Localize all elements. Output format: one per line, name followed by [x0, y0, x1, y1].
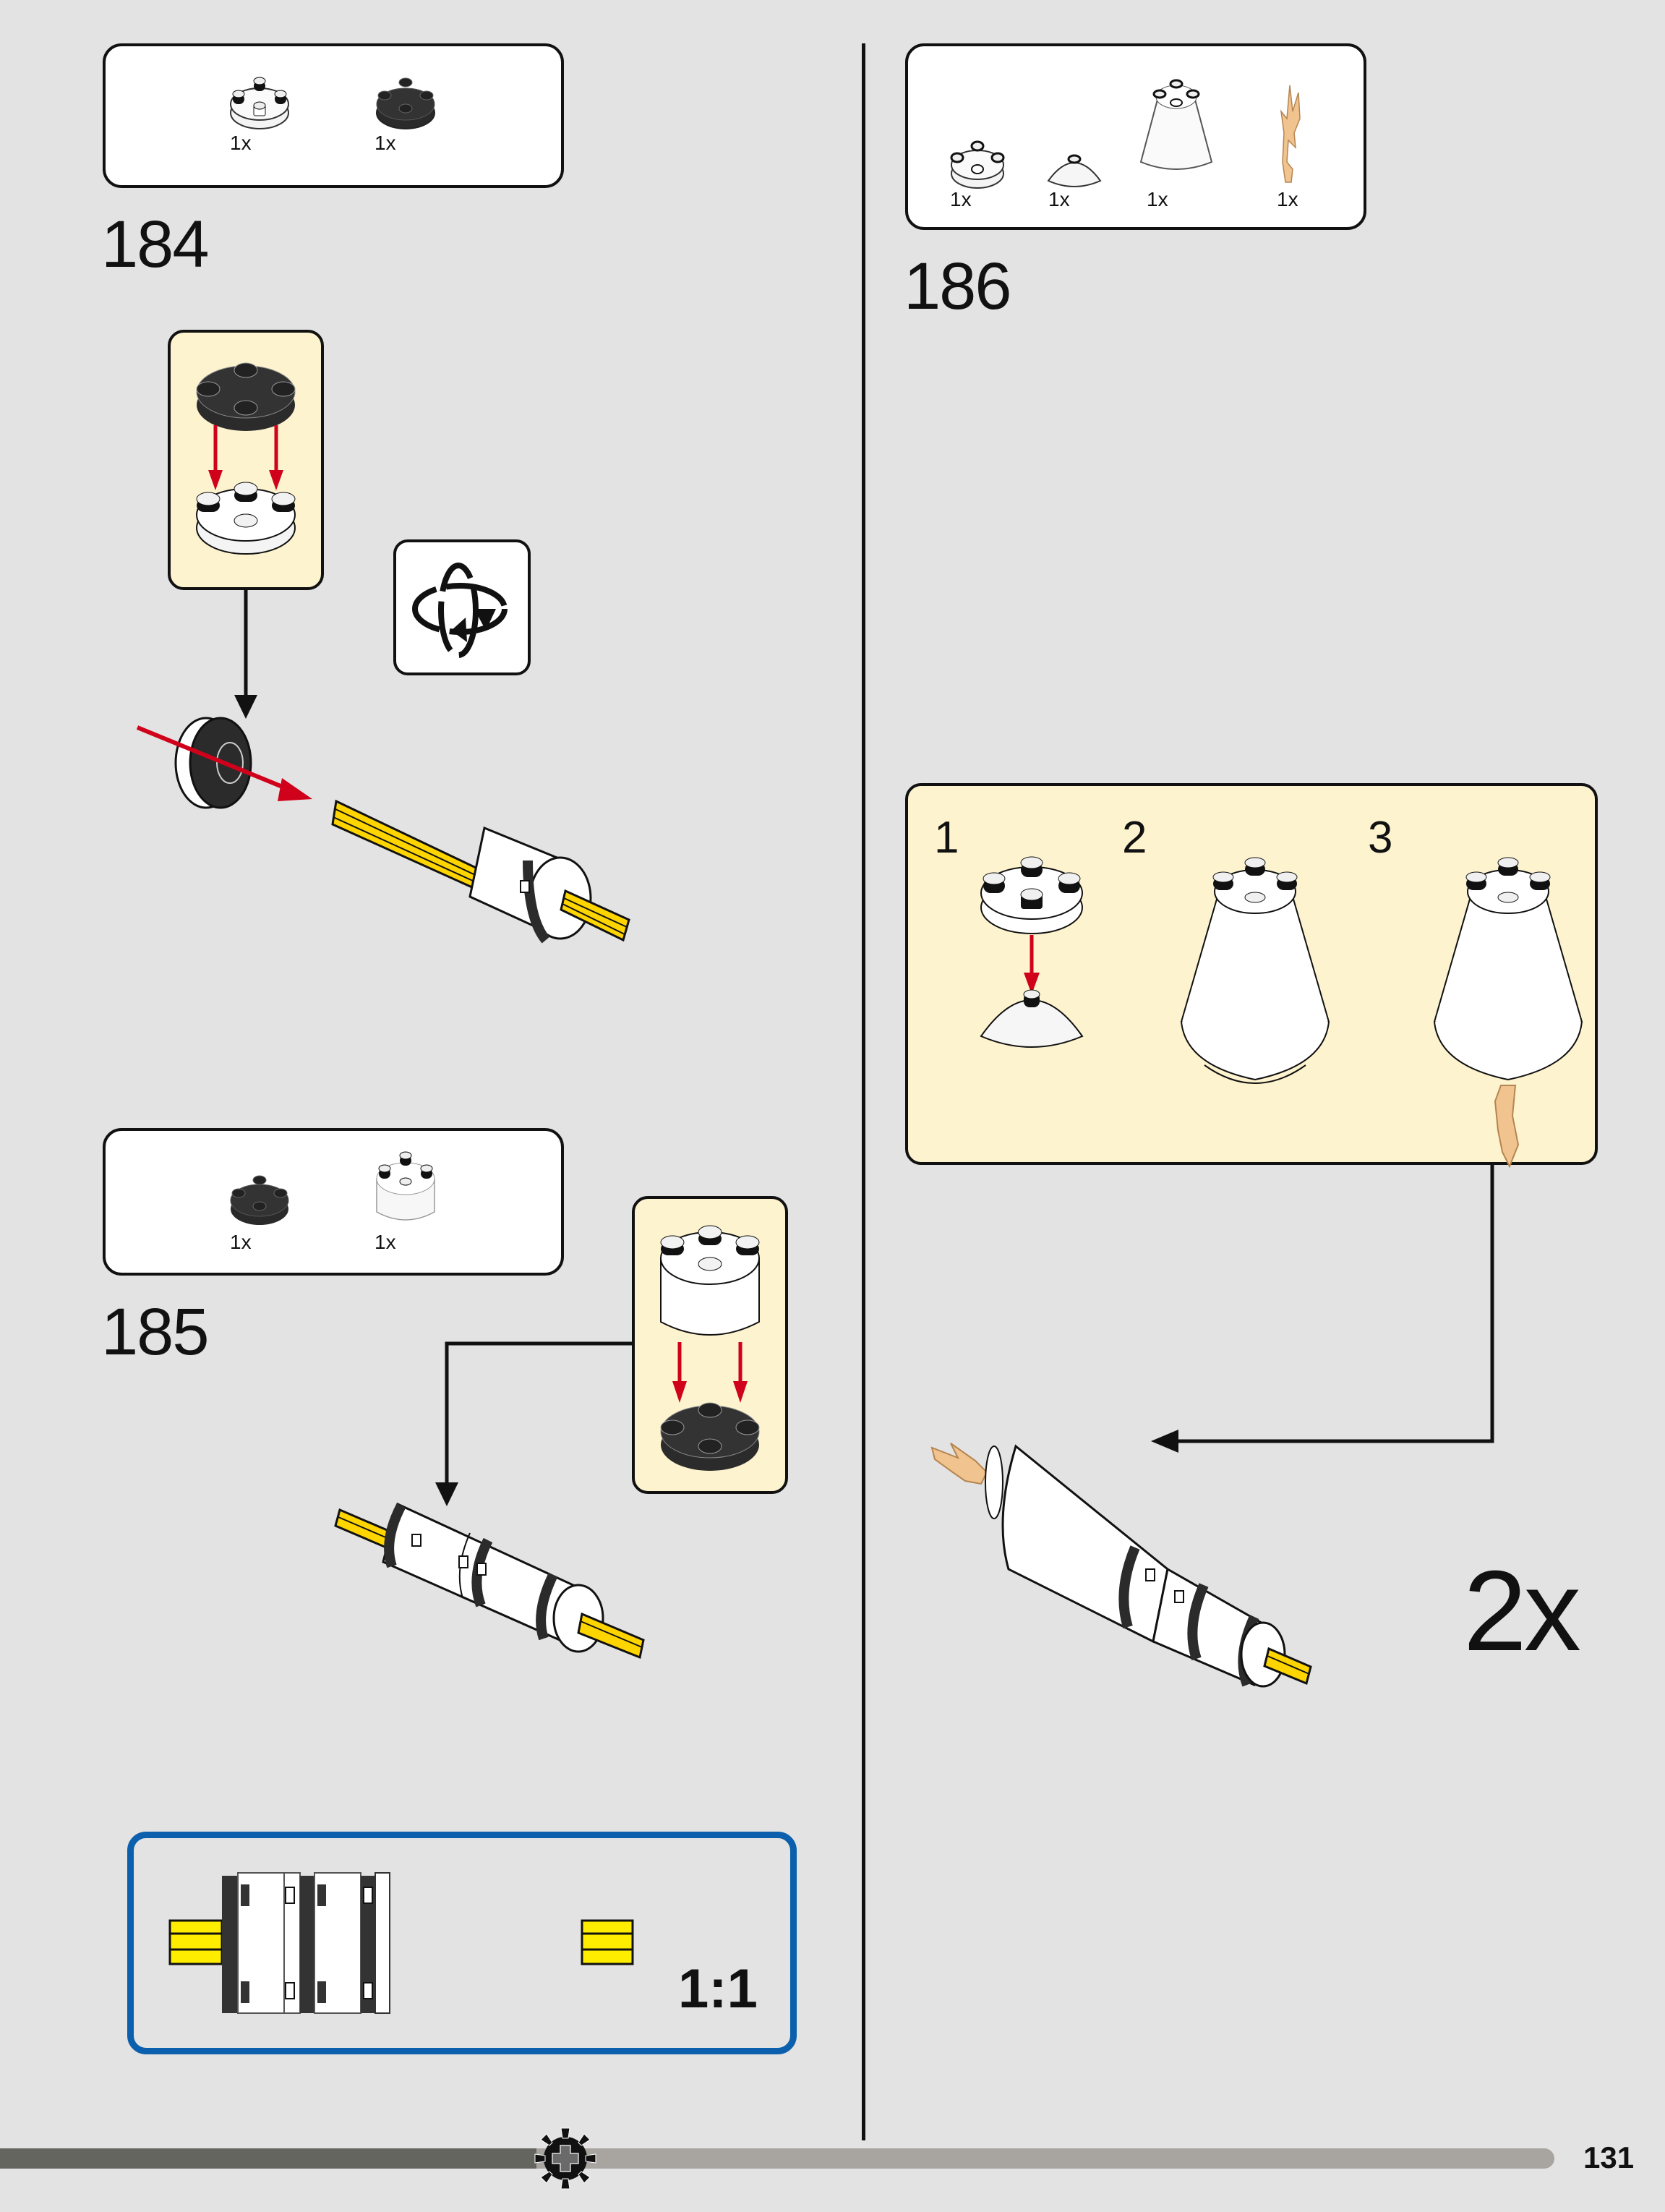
parts-list-step-184: 1x 1x: [103, 43, 564, 188]
black-round-plate-icon: [376, 77, 435, 129]
white-round-plate-icon: [230, 77, 289, 129]
yellow-axle: [331, 799, 489, 892]
book-progress-fill: [0, 2148, 536, 2169]
white-dish-icon: [1047, 154, 1102, 187]
substep-2-drawing: [1180, 857, 1330, 1084]
part-qty: 1x: [374, 132, 396, 154]
connector-arrow: [234, 590, 257, 719]
substeps-callout-186: 1 2 3: [905, 783, 1598, 1169]
scale-ratio-label: 1:1: [678, 1958, 758, 2020]
part-qty: 1x: [374, 1231, 396, 1253]
build-multiplier: 2x: [1463, 1547, 1581, 1675]
step-number-184: 184: [101, 208, 209, 281]
tan-flame: [1494, 1085, 1520, 1169]
substep-number: 1: [934, 813, 959, 863]
part-qty: 1x: [1048, 188, 1070, 210]
connector-arrow: [1151, 1165, 1494, 1453]
tan-flame-icon: [1280, 85, 1301, 183]
white-brick-drawing: [660, 1225, 760, 1471]
column-divider: [862, 43, 865, 2140]
parts-list-step-186: 1x 1x 1x 1x: [905, 43, 1366, 230]
yellow-axle-end: [560, 889, 630, 942]
substep-number: 3: [1368, 813, 1393, 863]
gear-progress-marker-icon: [534, 2127, 596, 2190]
step-number-186: 186: [904, 249, 1011, 323]
red-arrow: [136, 725, 298, 795]
page-number: 131: [1583, 2140, 1635, 2174]
part-qty: 1x: [1147, 188, 1168, 210]
connector-arrow: [435, 1341, 632, 1506]
step-number-185: 185: [101, 1295, 209, 1369]
book-progress-bar: [0, 2148, 1554, 2169]
parts-list-step-185: 1x 1x: [103, 1128, 564, 1276]
white-round-brick-icon: [376, 1151, 435, 1221]
assembly-drawing-185: [334, 1502, 645, 1660]
part-qty: 1x: [950, 188, 972, 210]
part-qty: 1x: [1277, 188, 1298, 210]
scale-check-box: 1:1: [127, 1832, 797, 2054]
white-round-brick: [468, 826, 592, 944]
substep-1-drawing: [980, 856, 1084, 1048]
subassembly-callout-185: [632, 1196, 788, 1494]
part-qty: 1x: [230, 1231, 252, 1253]
white-cone-icon: [1139, 79, 1213, 170]
tan-flame: [930, 1443, 988, 1485]
subassembly-callout-184: [168, 330, 324, 590]
white-round-plate-icon: [950, 140, 1005, 189]
black-round-plate-icon: [230, 1175, 289, 1225]
assembly-drawing-186: [930, 1443, 1312, 1688]
rotate-model-icon: [412, 563, 508, 658]
black-plate-drawing: [196, 362, 296, 555]
scale-assembly-drawing: [168, 1872, 634, 2014]
black-plate-side-view: [174, 717, 252, 809]
substep-3-drawing: [1433, 857, 1583, 1169]
assembly-drawing-184: [136, 717, 630, 944]
substep-number: 2: [1122, 813, 1147, 863]
rotate-model-indicator: [393, 539, 531, 675]
part-qty: 1x: [230, 132, 252, 154]
